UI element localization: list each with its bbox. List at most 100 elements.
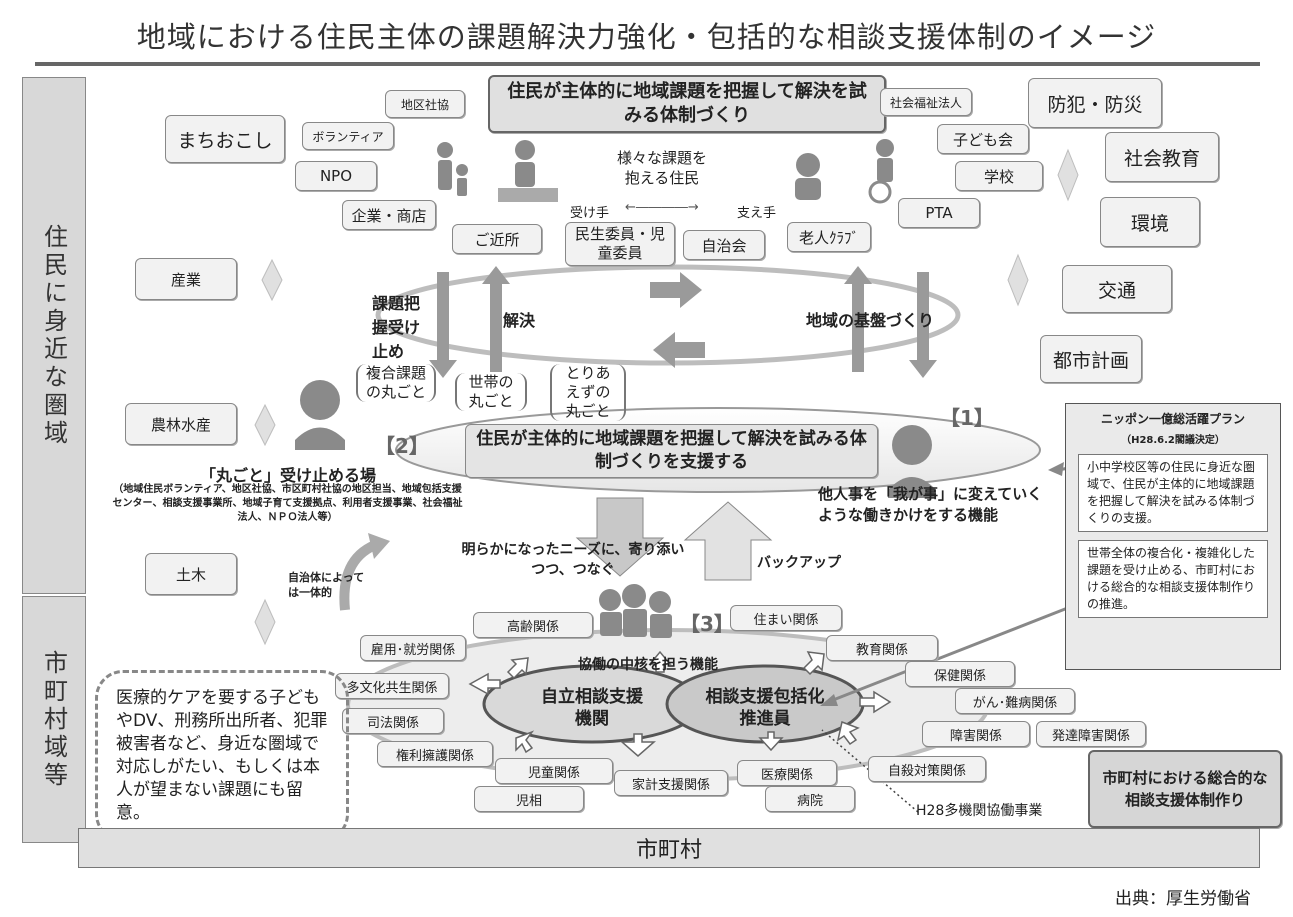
support-center-box: 住民が主体的に地域課題を把握して解決を試みる体制づくりを支援する	[465, 424, 878, 478]
ring-arrow-icon	[468, 672, 501, 696]
up-arrow-icon	[482, 266, 510, 372]
residents-text: 様々な課題を抱える住民	[616, 149, 707, 187]
ring-arrow-icon	[515, 730, 535, 754]
marker-2: 【2】	[375, 434, 429, 458]
resident-area-text: 住民に身近な圏域	[39, 223, 68, 448]
jichikai-box: 自治会	[683, 230, 765, 260]
pta-box: PTA	[898, 198, 980, 228]
machiokoshi-box: まちおこし	[165, 115, 285, 163]
separator-diamond-icon	[1007, 253, 1029, 307]
kankyou-box: 環境	[1100, 197, 1200, 247]
sangyou-box: 産業	[135, 258, 237, 300]
separator-diamond-icon	[254, 598, 276, 646]
ring-arrow-icon	[859, 690, 892, 714]
ring-arrow-icon	[506, 657, 529, 680]
minsei-box: 民生委員・児童委員	[565, 222, 675, 266]
place-detail: （地域住民ボランティア、地区社協、市区町村社協の地区担当、地域包括支援センター、…	[112, 484, 463, 523]
marker-3: 【3】	[680, 612, 734, 636]
needs-down-arrow-icon	[575, 497, 665, 577]
ring-arrow-icon	[758, 731, 784, 752]
needs-text: 明らかになったニーズに、寄り添いつつ、つなぐ	[461, 542, 685, 578]
nourin-box: 農林水産	[125, 403, 237, 445]
rel-kakei: 家計支援関係	[614, 770, 728, 796]
ring-arrow-icon	[802, 651, 825, 676]
worried-man-icon	[795, 153, 821, 200]
jiritsu-label: 自立相談支援機関	[541, 687, 643, 729]
municipal-area-text: 市町村域等	[39, 649, 68, 790]
woman-icon	[295, 380, 345, 450]
rel-kenri: 権利擁護関係	[377, 741, 493, 767]
municipal-area-label: 市町村域等	[22, 596, 86, 843]
plan-panel: ニッポン一億総活躍プラン （H28.6.2閣議決定） 小中学校区等の住民に身近な…	[1065, 403, 1281, 670]
place-title: 「丸ごと」受け止める場	[200, 466, 377, 485]
bottom-bar-label: 市町村	[635, 838, 702, 863]
plan-date: （H28.6.2閣議決定）	[1121, 435, 1225, 446]
page-title: 地域における住民主体の課題解決力強化・包括的な相談支援体制のイメージ	[136, 20, 1157, 54]
family-icon	[437, 142, 468, 196]
rel-kyouiku: 教育関係	[826, 635, 938, 661]
elderly-person-icon	[498, 140, 558, 202]
top-title-box: 住民が主体的に地域課題を把握して解決を試みる体制づくり	[488, 75, 886, 133]
solve-label: 解決	[503, 311, 536, 330]
curve-arrow-icon	[339, 540, 378, 611]
kigyou-box: 企業・商店	[342, 200, 436, 230]
marker-1: 【1】	[940, 406, 994, 430]
koutsuu-box: 交通	[1062, 265, 1172, 313]
bracket-household: 世帯の丸ごと	[455, 373, 527, 411]
ring-arrow-icon	[648, 650, 672, 673]
core-function-label: 協働の中核を担う機能	[578, 657, 718, 673]
rel-hattatsu: 発達障害関係	[1036, 721, 1146, 747]
receiver-label: 受け手	[570, 206, 610, 221]
separator-diamond-icon	[1057, 148, 1079, 202]
foundation-label: 地域の基盤づくり	[806, 311, 935, 330]
h28-label: H28多機関協働事業	[916, 803, 1043, 819]
cycle-arrow-right-icon	[650, 272, 702, 308]
chiku-shakyou-box: 地区社協	[385, 90, 465, 118]
rel-tabunka: 多文化共生関係	[335, 673, 449, 699]
wheelchair-user-icon	[868, 139, 894, 204]
rel-koyou: 雇用･就労関係	[360, 635, 466, 661]
connector-arrow-text: ←――――→	[625, 200, 699, 215]
kinjo-box: ご近所	[452, 224, 542, 254]
workers-group-icon	[599, 584, 672, 638]
down-arrow-icon	[429, 272, 457, 378]
resident-area-label: 住民に身近な圏域	[22, 77, 86, 594]
bracket-complex: 複合課題の丸ごと	[356, 364, 436, 402]
backup-up-arrow-icon	[683, 501, 773, 581]
separator-diamond-icon	[254, 403, 276, 447]
toshi-keikaku-box: 都市計画	[1040, 335, 1142, 383]
gakkou-box: 学校	[955, 161, 1043, 191]
roujin-club-box: 老人ｸﾗﾌﾞ	[787, 222, 871, 252]
up-arrow-icon	[844, 266, 872, 372]
title-divider	[35, 62, 1260, 66]
cycle-arrow-left-icon	[653, 332, 705, 368]
rel-koureisha: 高齢関係	[473, 612, 593, 638]
kodomokai-box: 子ども会	[937, 124, 1029, 154]
plan-item1: 小中学校区等の住民に身近な圏域で、住民が主体的に地域課題を把握して解決を試みる体…	[1078, 454, 1268, 532]
volunteer-box: ボランティア	[302, 122, 394, 150]
rel-jidou: 児童関係	[495, 758, 613, 784]
soudan-label: 相談支援包括化推進員	[705, 687, 825, 729]
note-box: 医療的ケアを要する子どもやDV、刑務所出所者、犯罪被害者など、身近な圏域で対応し…	[95, 670, 349, 842]
rel-jisou: 児相	[474, 786, 584, 812]
bouhan-box: 防犯・防災	[1028, 78, 1162, 128]
rel-gan: がん･難病関係	[955, 688, 1075, 714]
shakai-kyouiku-box: 社会教育	[1105, 132, 1219, 182]
npo-box: NPO	[295, 161, 377, 191]
grasp-label: 課題把握受け止め	[372, 294, 421, 361]
bottom-bar: 市町村	[78, 828, 1260, 868]
down-arrow-icon	[909, 272, 937, 378]
jichitai-text: 自治体によっては一体的	[288, 571, 365, 599]
plan-item2: 世帯全体の複合化・複雑化した課題を受け止める、市町村における総合的な相談支援体制…	[1078, 540, 1268, 618]
ring-arrow-icon	[836, 720, 860, 746]
rel-hoken: 保健関係	[905, 661, 1015, 687]
cycle-ellipse	[375, 264, 961, 366]
separator-diamond-icon	[261, 258, 283, 302]
function1-text: 他人事を「我が事」に変えていくような働きかけをする機能	[818, 485, 1043, 524]
rel-iryou: 医療関係	[737, 760, 837, 786]
plan-title: ニッポン一億総活躍プラン	[1100, 412, 1245, 426]
rel-shougai: 障害関係	[922, 721, 1030, 747]
municipal-system-box: 市町村における総合的な相談支援体制作り	[1088, 750, 1282, 828]
rel-jisatsu: 自殺対策関係	[868, 756, 986, 782]
ring-arrow-icon	[620, 733, 656, 757]
